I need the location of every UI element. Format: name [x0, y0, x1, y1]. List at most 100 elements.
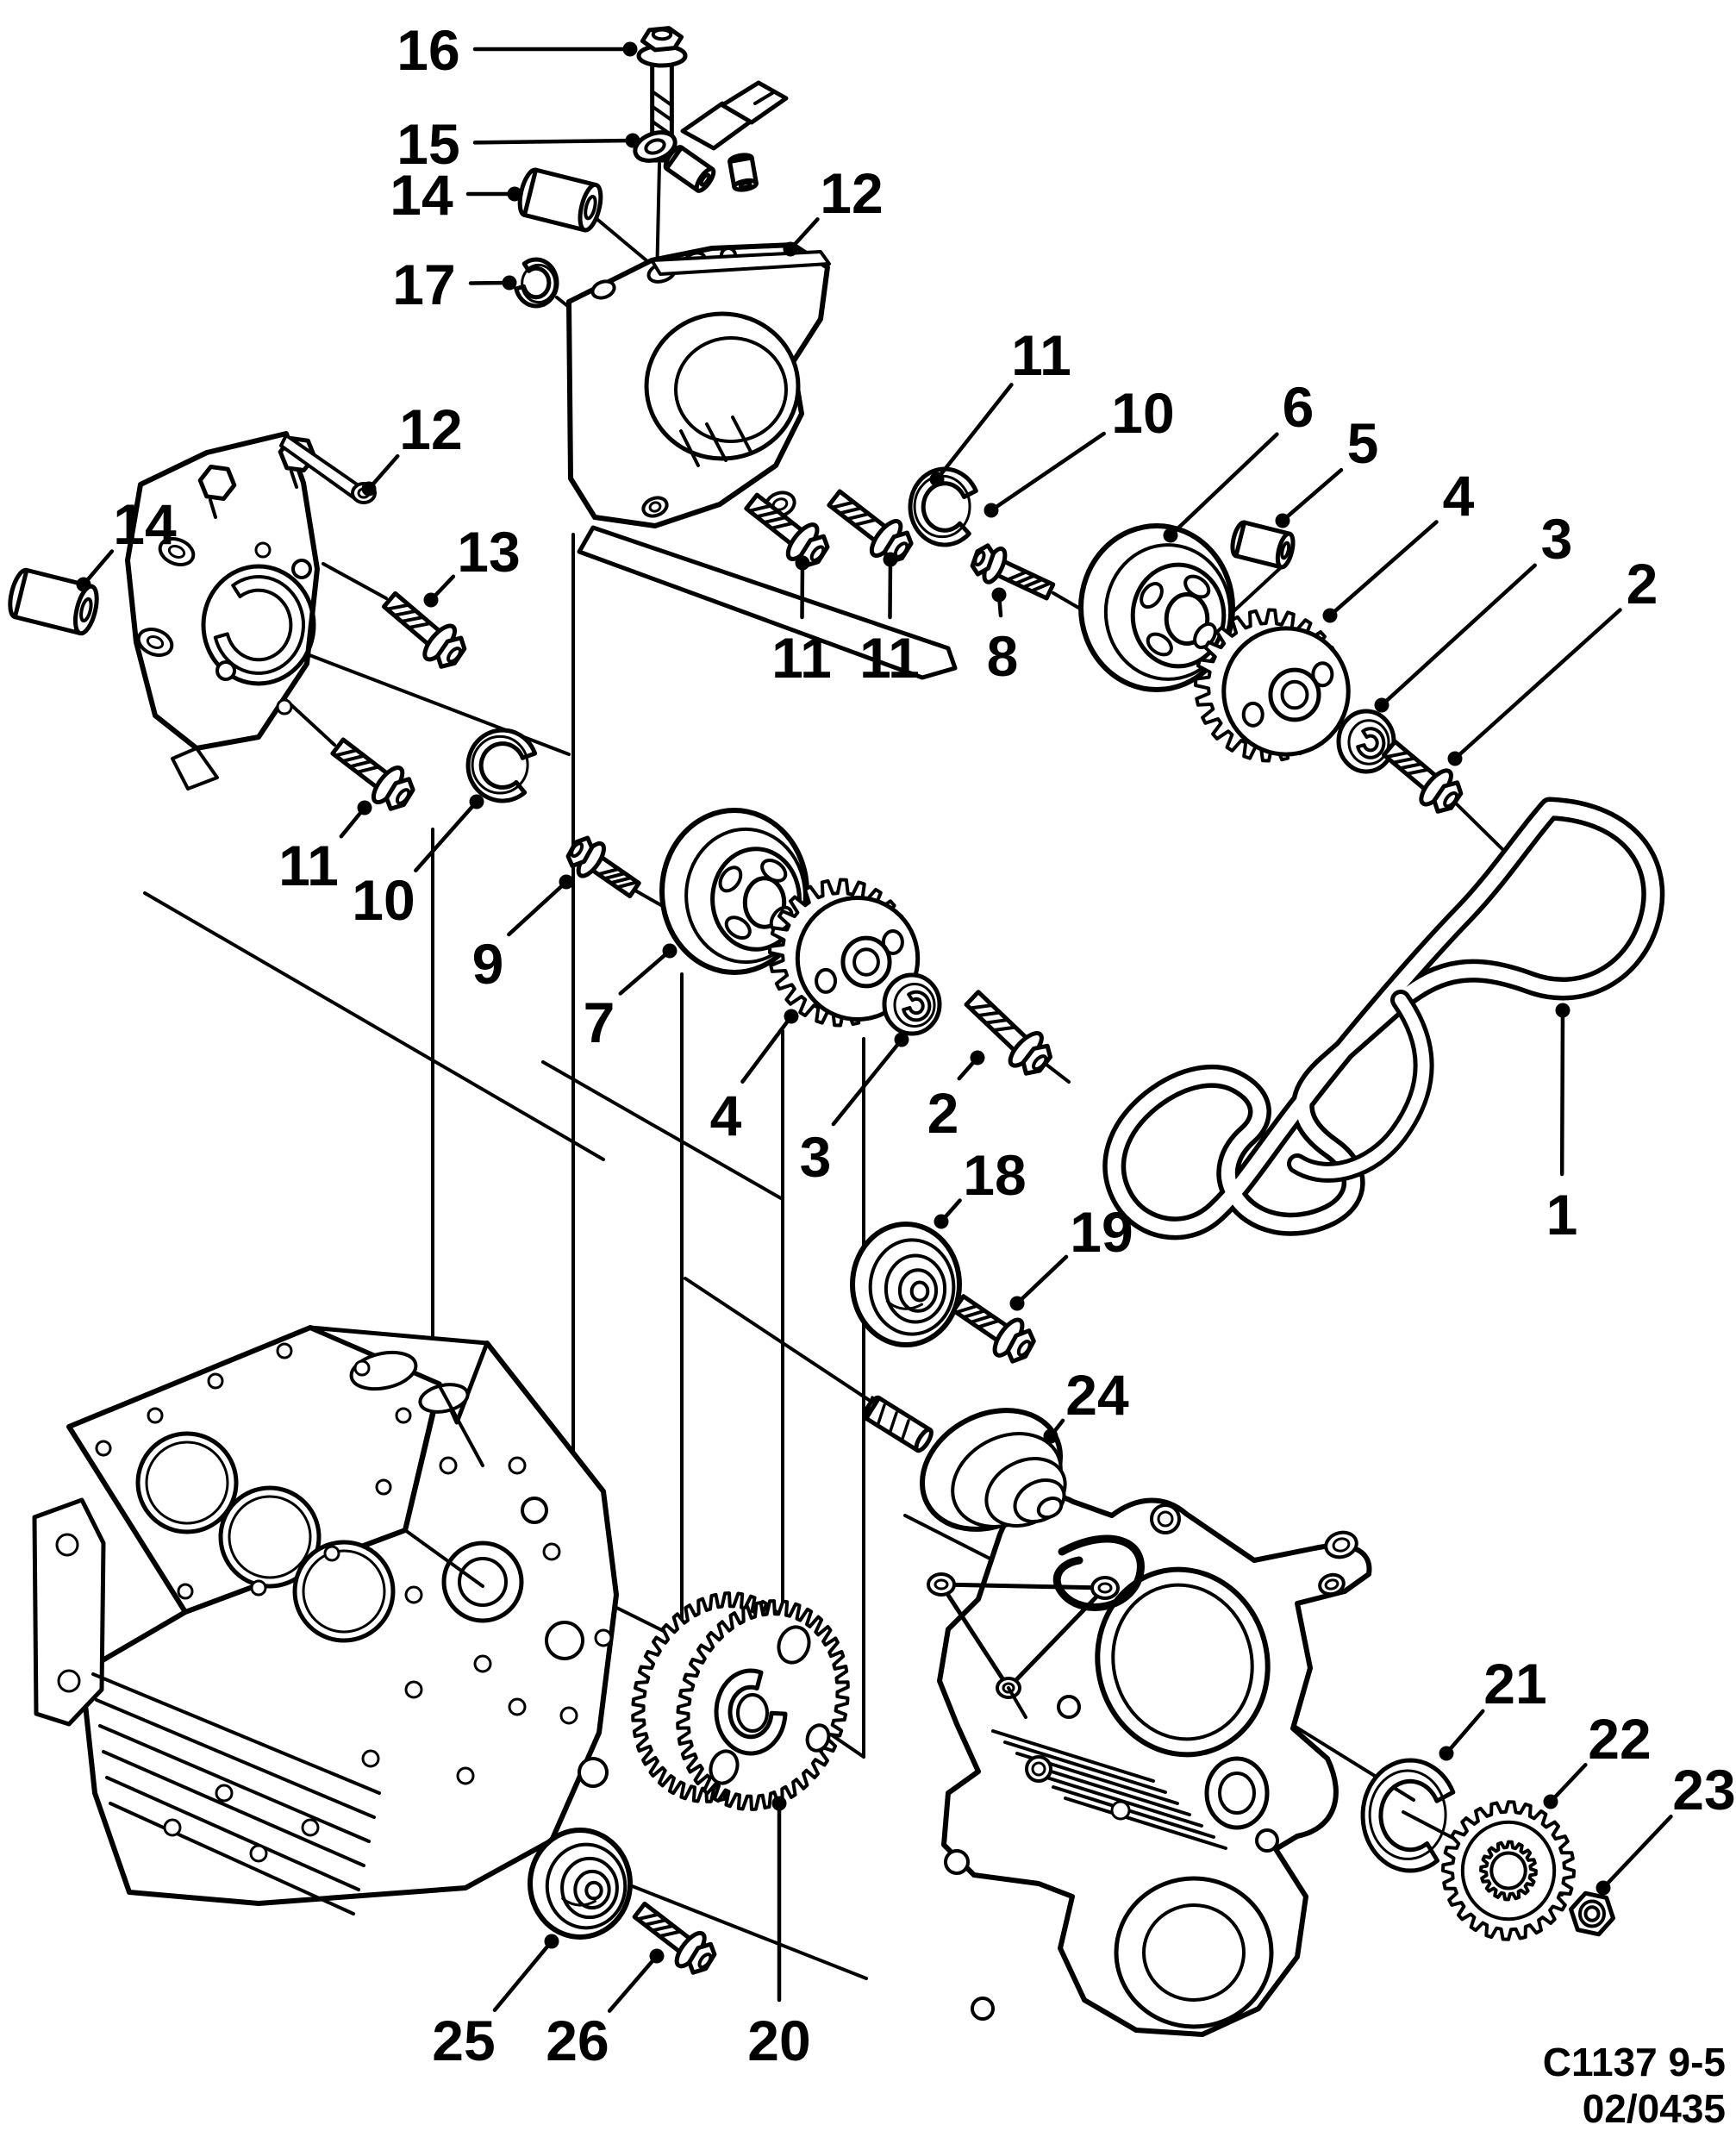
callout-21: 21 [1439, 1652, 1547, 1761]
callout-number: 3 [1541, 507, 1573, 571]
leader-line [1559, 1008, 1565, 1177]
leader-line [414, 799, 479, 872]
leader-dot [1043, 1428, 1058, 1444]
callout-number: 11 [771, 626, 832, 690]
callout-number: 25 [432, 2009, 495, 2072]
assembly-axis-line [322, 562, 388, 600]
callout-6: 6 [1163, 375, 1314, 543]
callout-11: 11 [929, 323, 1071, 487]
callout-5: 5 [1275, 411, 1378, 528]
idler-pulley-part-25 [528, 1828, 633, 1940]
washer-part-3 [882, 972, 942, 1036]
leader-dot [1009, 1296, 1025, 1311]
leader-line [989, 431, 1106, 513]
leader-dot [361, 481, 377, 497]
callout-15: 15 [397, 112, 640, 176]
callout-number: 14 [390, 163, 453, 227]
assembly-axis-line [1448, 796, 1508, 855]
callout-number: 10 [1111, 381, 1174, 445]
leader-line [1168, 432, 1279, 538]
bolt-part-11 [827, 489, 914, 565]
callout-number: 2 [1627, 552, 1658, 616]
o-ring-part-17 [514, 257, 559, 309]
leader-dot [1447, 751, 1463, 766]
seal-part-10 [465, 728, 538, 803]
callout-16: 16 [397, 18, 638, 82]
leader-line [507, 879, 569, 937]
callout-4: 4 [1322, 464, 1475, 623]
spacer-sleeve-part-14 [517, 167, 603, 233]
callout-number: 8 [987, 624, 1019, 688]
callout-number: 18 [963, 1143, 1026, 1207]
callout-13: 13 [423, 520, 521, 608]
leader-dot [662, 943, 678, 959]
figure-code: C1137 9-5 [1543, 2040, 1726, 2084]
crankshaft-position-sensor-part-15 [633, 80, 789, 193]
parts-drawing-layer [8, 26, 1665, 2037]
leader-line [740, 1014, 794, 1084]
callout-number: 11 [859, 626, 920, 690]
leader-dot [783, 241, 798, 257]
callout-4: 4 [710, 1009, 799, 1147]
spacer-sleeve-part-5 [1230, 520, 1296, 570]
leader-line [1444, 1709, 1485, 1756]
callout-number: 11 [1011, 323, 1071, 387]
leader-line [492, 1939, 554, 2012]
callout-12: 12 [783, 161, 884, 257]
assembly-axis-line [593, 216, 654, 267]
spacer-sleeve-part-14 [8, 567, 99, 636]
leader-dot [929, 472, 945, 487]
assembly-axis-line [1229, 559, 1290, 616]
bolt-part-11 [330, 737, 415, 811]
callout-2: 2 [1447, 552, 1658, 766]
leader-dot [544, 1934, 559, 1949]
callout-7: 7 [584, 943, 678, 1054]
leader-line [1280, 467, 1344, 523]
leader-dot [934, 1214, 949, 1229]
seal-ring-part-21 [1360, 1758, 1456, 1873]
leader-dot [784, 1009, 799, 1024]
callout-12: 12 [361, 397, 463, 497]
callout-11: 11 [859, 552, 920, 690]
bolt-part-2 [964, 990, 1052, 1076]
leader-dot [507, 186, 522, 202]
assembly-axis-line [541, 1060, 783, 1200]
callout-14: 14 [390, 163, 522, 227]
callout-3: 3 [800, 1032, 909, 1189]
callout-number: 15 [397, 112, 459, 176]
callout-number: 11 [278, 834, 339, 897]
callout-number: 13 [457, 520, 520, 584]
leader-line [1601, 1814, 1673, 1890]
leader-dot [795, 555, 810, 571]
leader-dot [625, 133, 640, 148]
left-timing-cover [125, 431, 377, 791]
leader-line [1379, 563, 1537, 708]
bolt-part-2 [1382, 739, 1464, 814]
callout-number: 26 [546, 2009, 609, 2072]
callout-20: 20 [747, 1796, 811, 2072]
callout-17: 17 [392, 253, 517, 316]
callout-19: 19 [1009, 1200, 1133, 1311]
front-timing-cover [927, 1493, 1372, 2037]
bolt-part-19 [951, 1294, 1036, 1364]
callout-number: 12 [399, 397, 462, 461]
leader-line [1327, 520, 1439, 618]
leader-dot [649, 1948, 665, 1964]
callout-number: 9 [472, 932, 504, 996]
callout-8: 8 [987, 587, 1019, 688]
callout-number: 17 [392, 253, 455, 316]
leader-dot [1163, 528, 1178, 543]
leader-line [831, 1037, 904, 1127]
leader-dot [771, 1796, 787, 1811]
leader-dot [502, 275, 517, 291]
callout-11: 11 [278, 800, 372, 897]
leader-dot [894, 1032, 909, 1047]
callout-14: 14 [76, 492, 177, 592]
leader-dot [991, 587, 1007, 603]
assembly-axis-line [143, 891, 605, 1161]
leader-line [618, 948, 672, 996]
callout-25: 25 [432, 1934, 559, 2072]
callout-24: 24 [1043, 1363, 1129, 1444]
leader-dot [622, 41, 638, 57]
